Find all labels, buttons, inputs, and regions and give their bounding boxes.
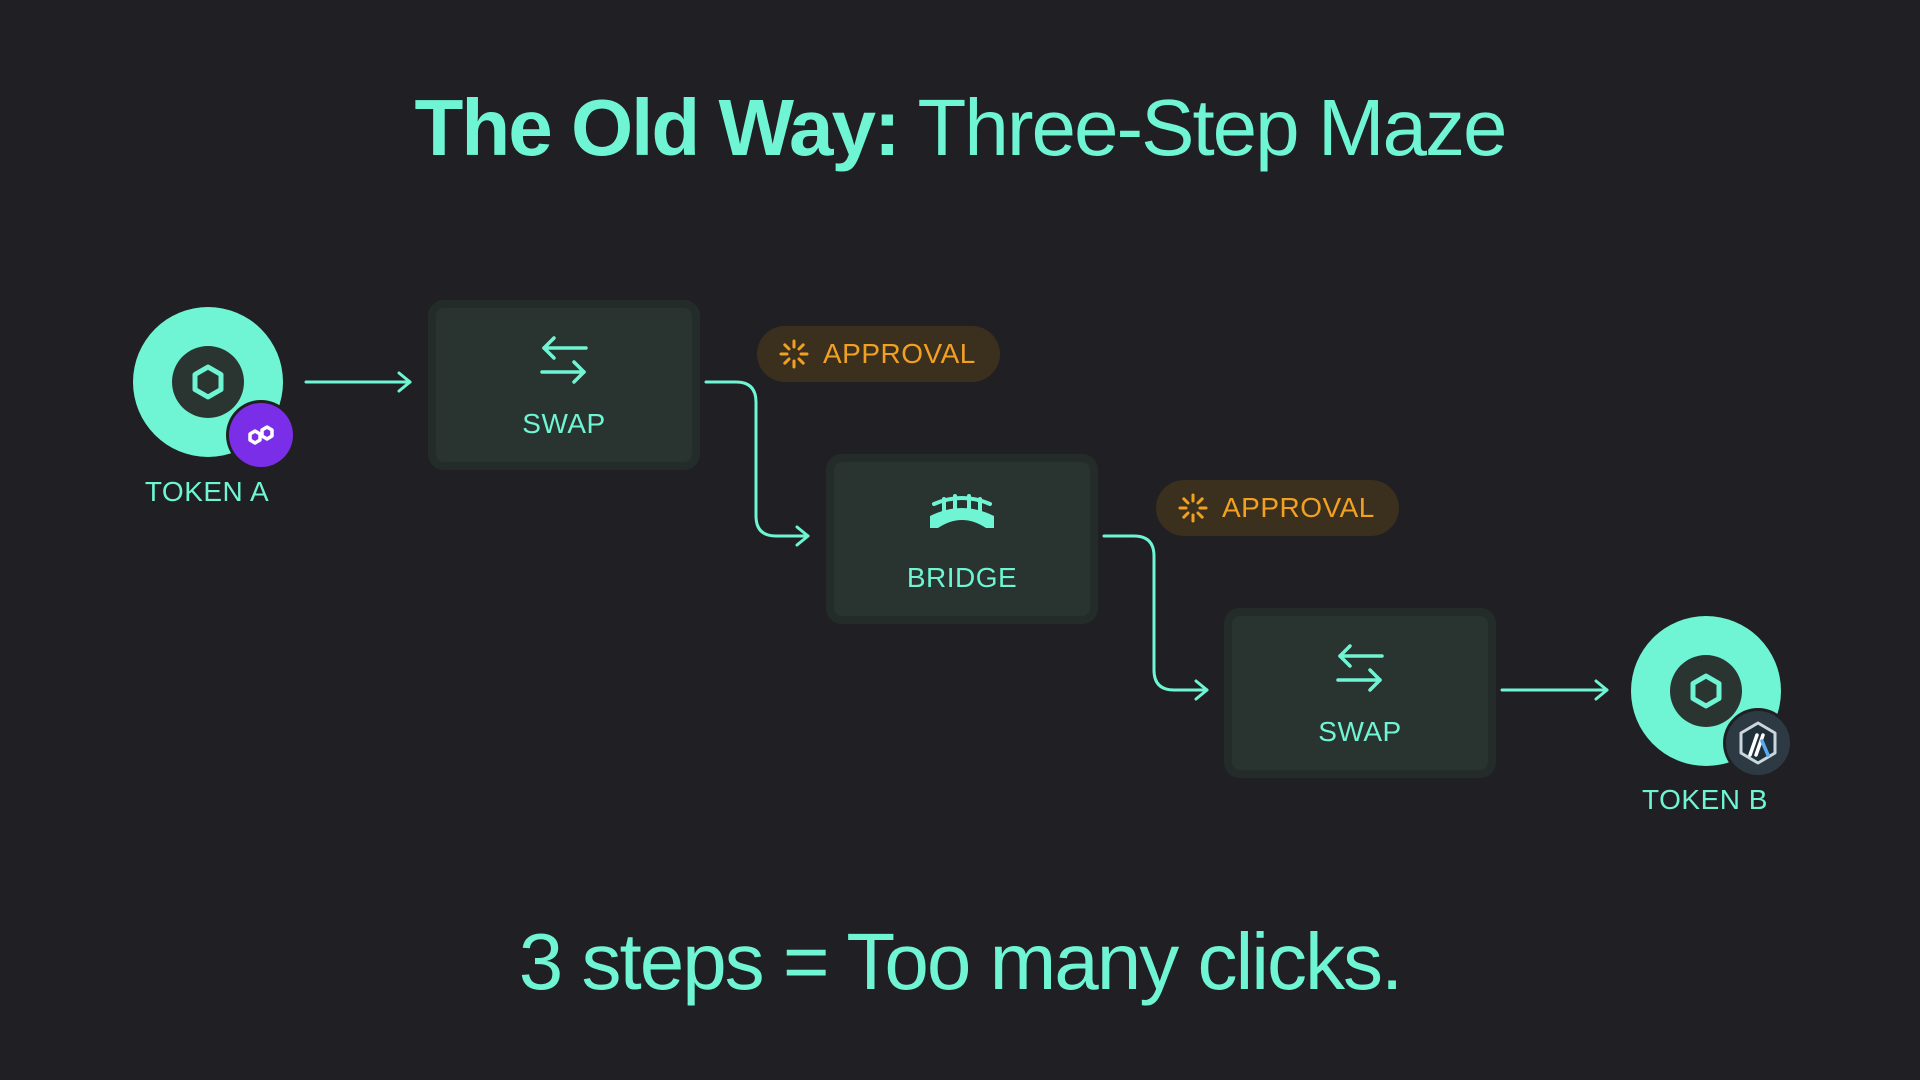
- hexagon-icon: [1670, 655, 1742, 727]
- spinner-icon: [779, 339, 809, 369]
- arrow-bridge-to-swap: [1102, 534, 1209, 692]
- bridge-step[interactable]: BRIDGE: [826, 454, 1098, 624]
- approval-label-1: APPROVAL: [823, 338, 976, 369]
- token-b-label: TOKEN B: [1642, 784, 1768, 815]
- swap-step-2[interactable]: SWAP: [1224, 608, 1496, 778]
- arrow-swap-to-bridge: [704, 380, 810, 538]
- footer-tagline: 3 steps = Too many clicks.: [518, 917, 1404, 1006]
- hexagon-icon: [172, 346, 244, 418]
- swap-step-1-label: SWAP: [522, 408, 606, 439]
- title-light: Three-Step Maze: [917, 83, 1507, 172]
- swap-arrows-icon: [436, 332, 692, 392]
- bridge-step-label: BRIDGE: [906, 562, 1018, 593]
- title-bold: The Old Way:: [414, 83, 901, 172]
- token-a-coin: [133, 307, 293, 467]
- arbitrum-icon: [1726, 711, 1790, 775]
- token-a-label: TOKEN A: [144, 476, 270, 507]
- approval-badge-2: APPROVAL: [1156, 480, 1399, 536]
- polygon-icon: [229, 403, 293, 467]
- swap-step-2-label: SWAP: [1318, 716, 1402, 747]
- bridge-icon: [834, 486, 1090, 546]
- approval-badge-1: APPROVAL: [757, 326, 1000, 382]
- page-title: The Old Way: Three-Step Maze: [0, 78, 1920, 178]
- swap-arrows-icon: [1232, 640, 1488, 700]
- spinner-icon: [1178, 493, 1208, 523]
- approval-label-2: APPROVAL: [1222, 492, 1375, 523]
- token-b-coin: [1631, 616, 1790, 775]
- swap-step-1[interactable]: SWAP: [428, 300, 700, 470]
